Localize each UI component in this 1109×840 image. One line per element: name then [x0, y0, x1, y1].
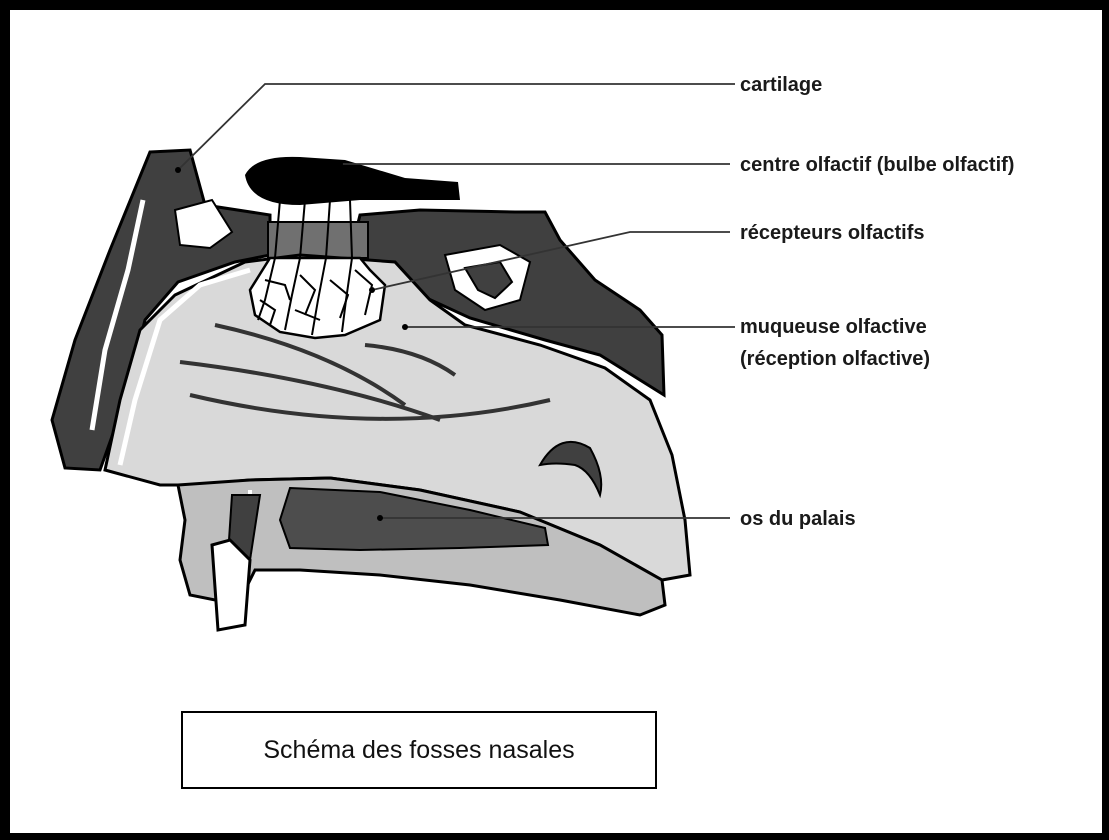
receptor-band	[268, 222, 368, 258]
label-olfactory-receptors: récepteurs olfactifs	[740, 222, 925, 244]
label-cartilage: cartilage	[740, 74, 822, 96]
caption-box: Schéma des fosses nasales	[181, 711, 657, 789]
leader-line-cartilage	[178, 84, 735, 170]
label-olfactory-mucosa-line1: muqueuse olfactive	[740, 316, 927, 338]
tooth	[212, 540, 250, 630]
label-olfactory-center: centre olfactif (bulbe olfactif)	[740, 154, 1014, 176]
label-palate-bone: os du palais	[740, 508, 856, 530]
label-olfactory-mucosa-line2: (réception olfactive)	[740, 348, 930, 370]
diagram-caption: Schéma des fosses nasales	[263, 736, 574, 765]
